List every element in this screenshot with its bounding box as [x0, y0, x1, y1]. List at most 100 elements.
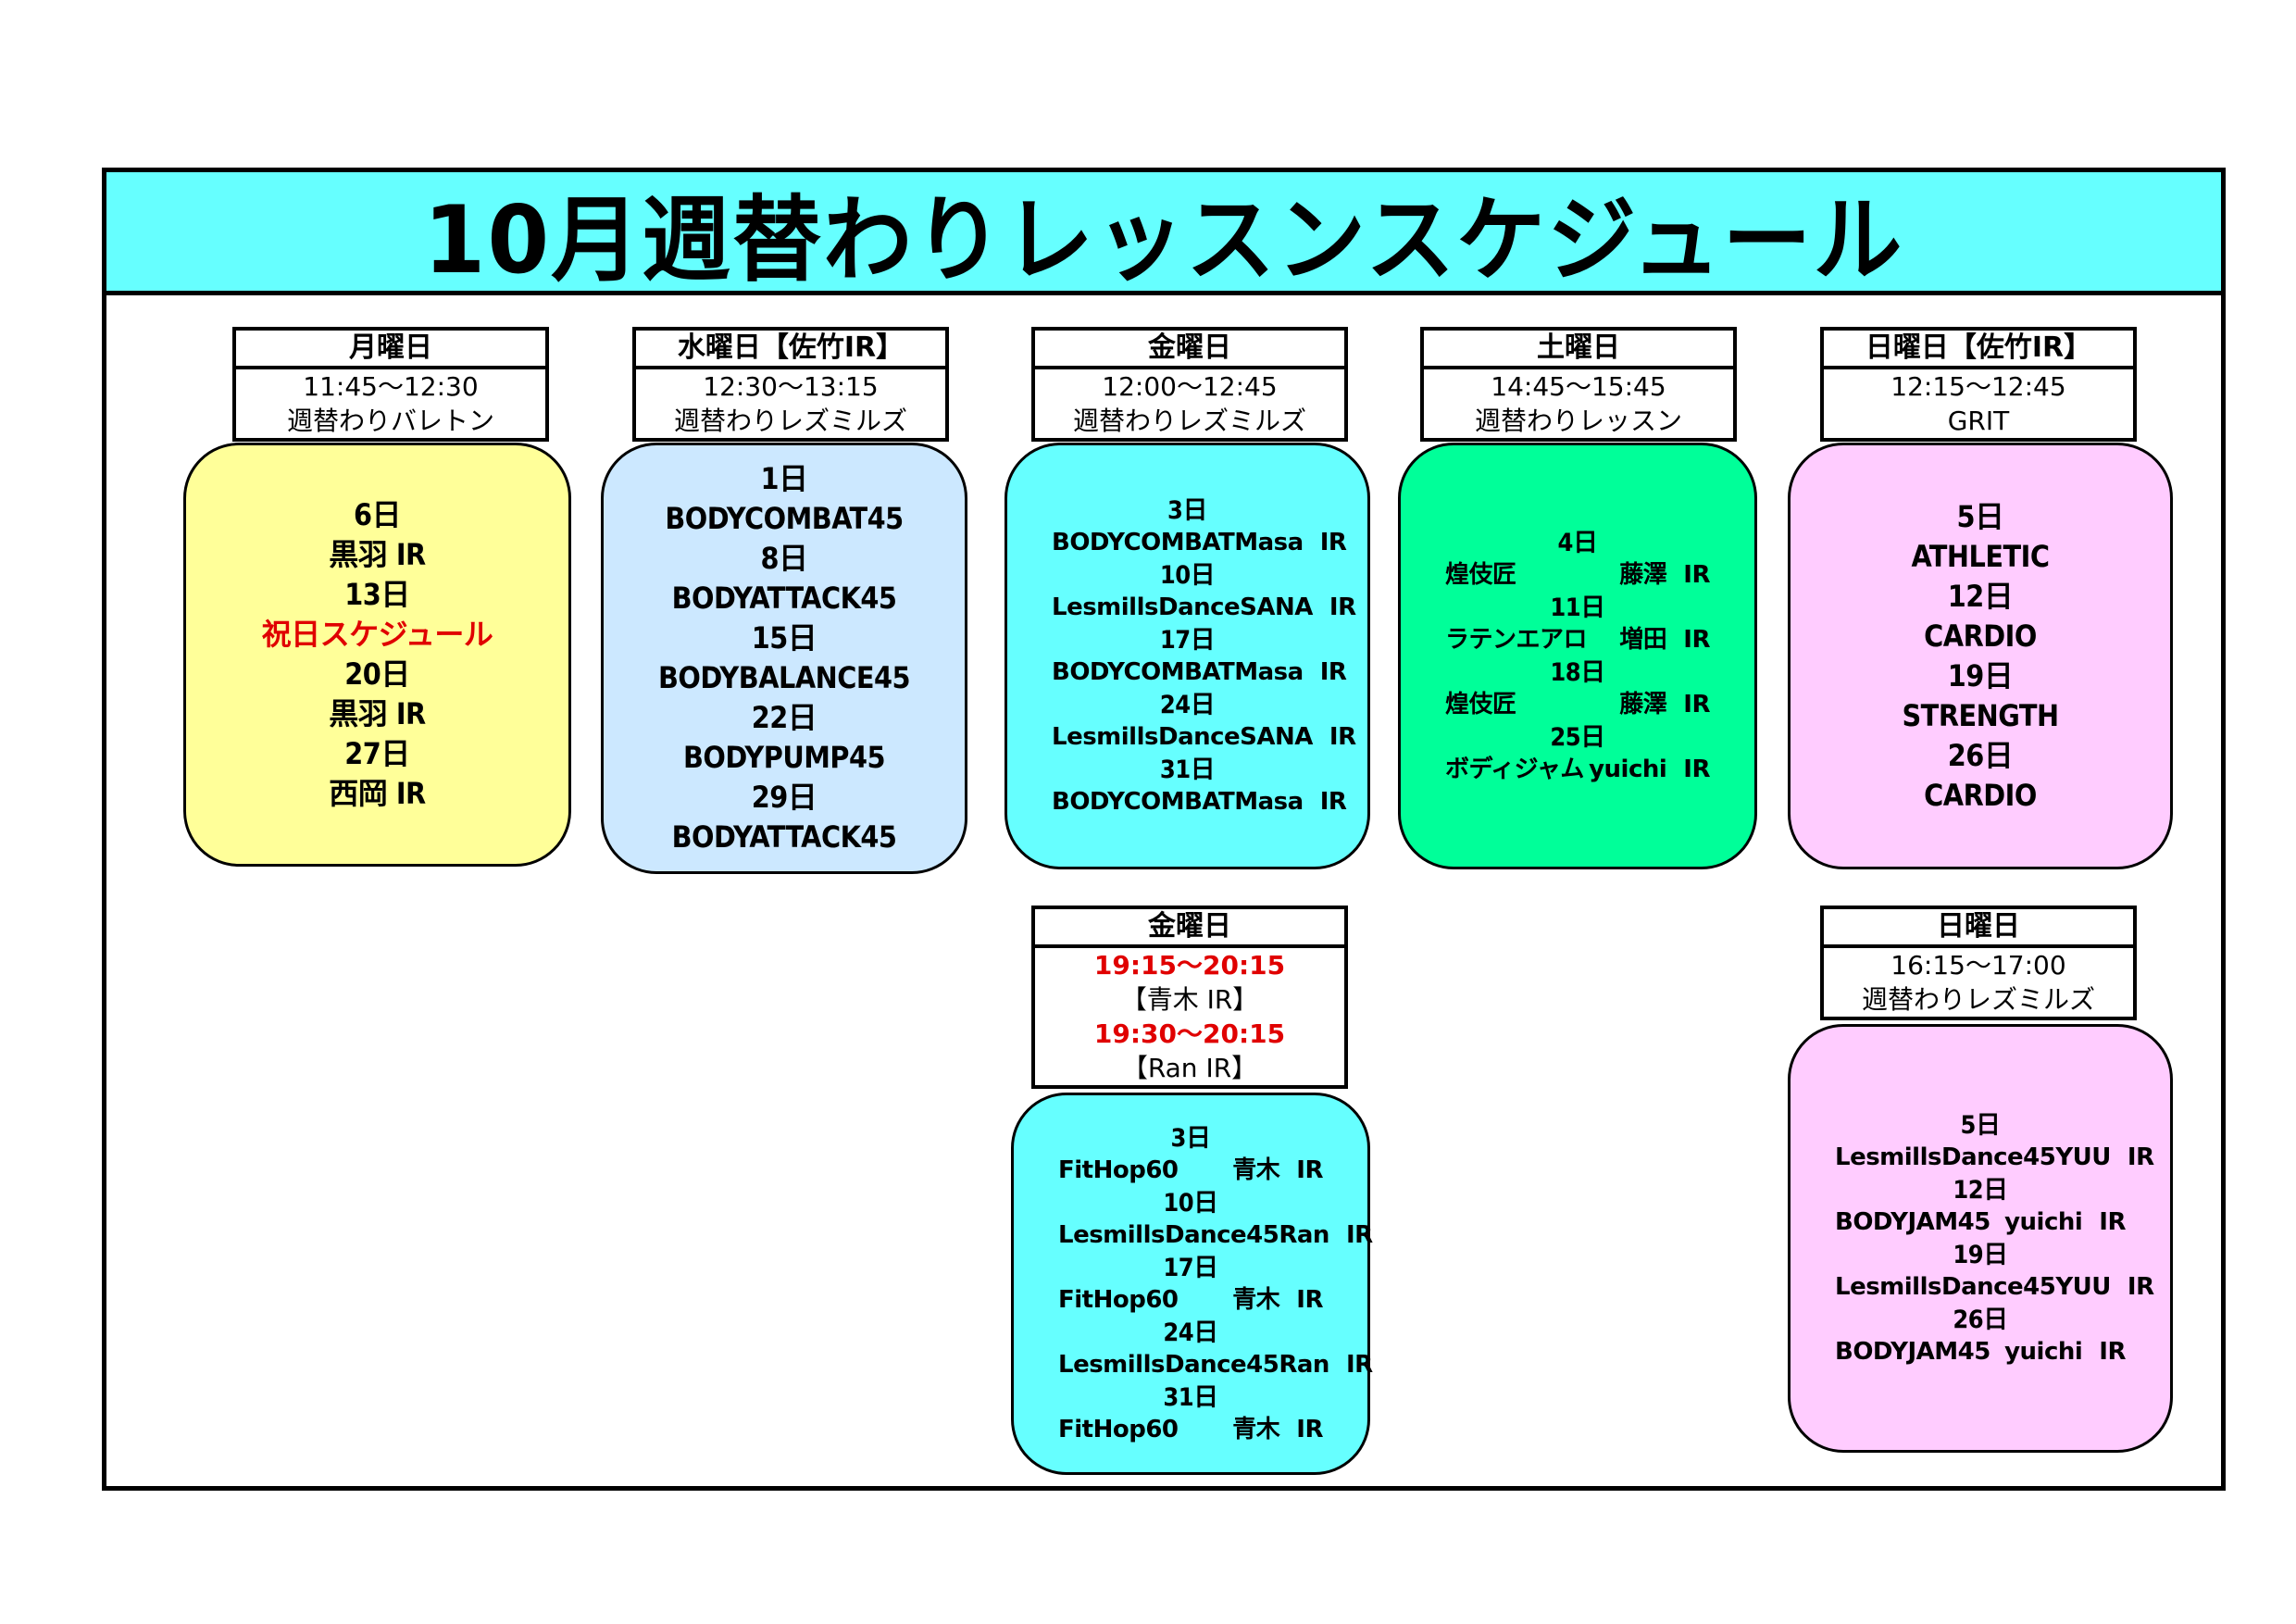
- instructor-tag: IR: [1683, 755, 1710, 783]
- schedule-line: BODYPUMP45: [682, 740, 886, 775]
- header-time: 11:45〜12:30: [303, 371, 479, 402]
- instructor-tag: IR: [1319, 657, 1347, 686]
- instructor: 青木 IR: [1232, 1155, 1323, 1187]
- program-name: LesmillsDance45: [1835, 1272, 2056, 1301]
- header-time: 16:15〜17:00: [1890, 950, 2066, 981]
- instructor-tag: IR: [2127, 1272, 2154, 1301]
- schedule-line: 西岡 IR: [329, 776, 426, 811]
- header-day: 日曜日: [1824, 909, 2133, 948]
- program-name: FitHop60: [1058, 1156, 1179, 1184]
- program-name: LesmillsDance45: [1058, 1220, 1279, 1249]
- instructor-tag: IR: [1296, 1156, 1323, 1184]
- schedule-line: 13日: [344, 577, 410, 612]
- header-day: 金曜日: [1035, 331, 1344, 369]
- schedule-line: BODYATTACK45: [671, 819, 897, 855]
- header-instructor: 【青木 IR】: [1120, 984, 1259, 1015]
- schedule-line: 6日: [353, 497, 402, 532]
- schedule-line: 12日: [1947, 578, 2014, 614]
- schedule-line: 5日: [1956, 498, 2004, 534]
- schedule-line: 19日: [1953, 1240, 2008, 1269]
- schedule-line: 26日: [1953, 1305, 2008, 1334]
- schedule-line: 11日: [1550, 593, 1605, 622]
- schedule-line: 18日: [1550, 657, 1605, 687]
- header-time: 12:00〜12:45: [1102, 371, 1278, 402]
- header-time: 12:15〜12:45: [1890, 371, 2066, 402]
- header-time: 12:30〜13:15: [703, 371, 879, 402]
- instructor-tag: IR: [1296, 1415, 1323, 1443]
- instructor-name: 藤澤: [1619, 560, 1667, 589]
- instructor-name: Masa: [1234, 787, 1304, 816]
- instructor-name: Ran: [1279, 1350, 1329, 1379]
- schedule-line: 26日: [1947, 737, 2014, 773]
- schedule-line: 19日: [1947, 657, 2014, 693]
- program-name: ボディジャム: [1445, 755, 1584, 783]
- instructor-name: yuichi: [2004, 1337, 2083, 1366]
- schedule-line: 10日: [1159, 560, 1216, 590]
- schedule-line: BODYBALANCE45: [657, 660, 911, 695]
- header-time: 19:15〜20:15: [1093, 950, 1286, 981]
- schedule-line: 1日: [760, 461, 808, 496]
- program-name: BODYCOMBAT: [1052, 528, 1235, 556]
- instructor-tag: IR: [1329, 722, 1356, 751]
- schedule-line: 22日: [751, 700, 817, 735]
- header-instructor: 【Ran IR】: [1121, 1053, 1258, 1083]
- program-name: 煌伎匠: [1445, 690, 1516, 718]
- header-day: 月曜日: [236, 331, 545, 369]
- header-sunday-evening: 日曜日 16:15〜17:00 週替わりレズミルズ: [1820, 906, 2137, 1020]
- instructor-name: 青木: [1232, 1156, 1280, 1184]
- schedule-line: BODYCOMBAT45: [665, 501, 904, 536]
- page-title: 10月週替わりレッスンスケジュール: [423, 185, 1904, 294]
- instructor-tag: IR: [1683, 560, 1710, 589]
- instructor-name: Masa: [1234, 657, 1304, 686]
- schedule-line: 8日: [760, 541, 808, 576]
- header-lesson: 週替わりレズミルズ: [673, 406, 907, 436]
- schedule-line: STRENGTH: [1902, 697, 2059, 733]
- program-name: FitHop60: [1058, 1285, 1179, 1314]
- instructor-tag: IR: [1319, 787, 1347, 816]
- schedule-line: 24日: [1159, 690, 1216, 719]
- schedule-line: 17日: [1159, 625, 1216, 655]
- header-friday-evening: 金曜日 19:15〜20:15 【青木 IR】 19:30〜20:15 【Ran…: [1031, 906, 1348, 1089]
- instructor-name: Ran: [1279, 1220, 1329, 1249]
- program-name: LesmillsDance: [1052, 593, 1241, 621]
- schedule-line: 15日: [751, 620, 817, 656]
- instructor-tag: IR: [1319, 528, 1347, 556]
- instructor: Masa IR: [1234, 786, 1347, 818]
- program-name: ラテンエアロ: [1445, 625, 1588, 654]
- schedule-line: 祝日スケジュール: [261, 617, 493, 652]
- header-day: 日曜日【佐竹IR】: [1824, 331, 2133, 369]
- header-lesson: 週替わりレズミルズ: [1072, 406, 1306, 436]
- header-friday: 金曜日 12:00〜12:45 週替わりレズミルズ: [1031, 327, 1348, 442]
- instructor-name: Masa: [1234, 528, 1304, 556]
- header-lesson: 週替わりレッスン: [1474, 406, 1682, 436]
- instructor-tag: IR: [2099, 1207, 2126, 1236]
- program-name: BODYCOMBAT: [1052, 787, 1235, 816]
- program-name: BODYJAM45: [1835, 1337, 1990, 1366]
- instructor-name: SANA: [1240, 722, 1313, 751]
- schedule-line: 31日: [1163, 1382, 1218, 1412]
- schedule-line: 4日: [1557, 528, 1598, 557]
- schedule-line: 17日: [1163, 1253, 1218, 1282]
